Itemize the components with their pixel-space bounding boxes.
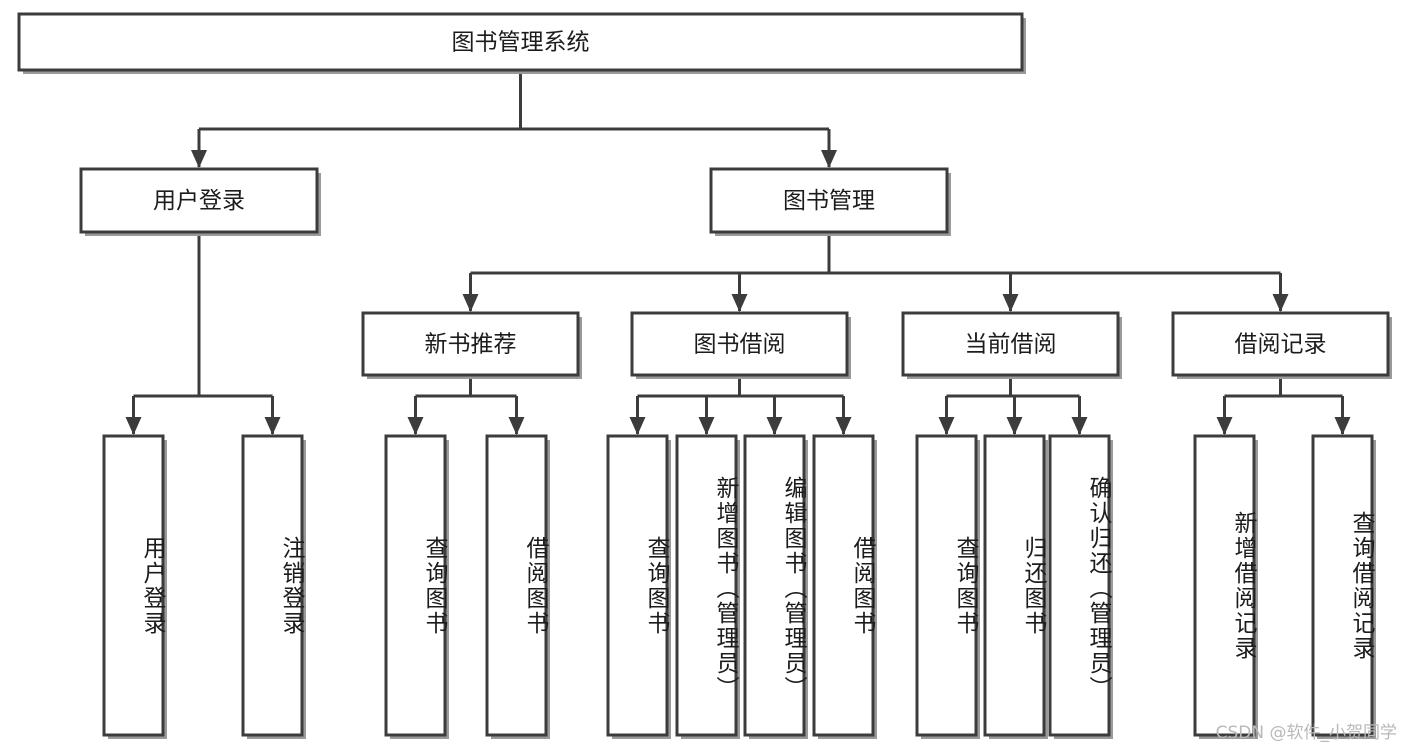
node-label-borrow-record: 借阅记录 [1235,332,1327,358]
node-box-leaf-confirm-return[interactable] [1048,434,1111,737]
arrow-head-icon [1334,417,1351,435]
arrow-head-icon [1002,294,1019,312]
connectors-layer [125,70,1351,435]
node-box-leaf-logout[interactable] [241,434,304,737]
node-label-user-login: 用户登录 [153,188,245,214]
node-box-user-login[interactable] [79,167,319,234]
node-label-current-borrow: 当前借阅 [965,332,1057,358]
node-box-current-borrow[interactable] [901,311,1120,377]
node-label-book-borrow: 图书借阅 [694,332,786,358]
node-box-borrow-record[interactable] [1171,311,1390,377]
arrow-head-icon [629,417,646,435]
node-box-root[interactable] [17,12,1024,72]
arrow-head-icon [821,150,837,168]
node-box-leaf-borrow-book-2[interactable] [812,434,875,737]
node-label-book-manage: 图书管理 [783,188,875,214]
arrow-head-icon [407,417,424,435]
arrow-head-icon [1272,294,1289,312]
arrow-head-icon [1071,417,1088,435]
arrow-head-icon [938,417,955,435]
arrow-head-icon [835,417,852,435]
node-box-new-book-rec[interactable] [361,311,580,377]
node-box-leaf-query-record[interactable] [1311,434,1374,737]
arrow-head-icon [191,150,207,168]
arrow-head-icon [1216,417,1233,435]
node-box-leaf-edit-book[interactable] [743,434,806,737]
arrow-head-icon [462,294,479,312]
arrow-head-icon [264,417,281,435]
node-label-root: 图书管理系统 [452,30,590,56]
node-box-leaf-query-book-2[interactable] [606,434,669,737]
arrow-head-icon [731,294,748,312]
arrow-head-icon [766,417,783,435]
watermark-text: CSDN @软件_小贺同学 [1215,723,1397,743]
node-box-leaf-query-book-3[interactable] [915,434,978,737]
node-box-leaf-borrow-book-1[interactable] [485,434,548,737]
node-box-leaf-add-record[interactable] [1193,434,1256,737]
node-box-leaf-add-book[interactable] [675,434,738,737]
node-label-new-book-rec: 新书推荐 [425,332,517,358]
node-box-leaf-return-book[interactable] [983,434,1046,737]
node-box-book-manage[interactable] [709,167,949,234]
node-box-book-borrow[interactable] [630,311,849,377]
arrow-head-icon [125,417,142,435]
boxes-layer [17,12,1392,739]
arrow-head-icon [508,417,525,435]
arrow-head-icon [1006,417,1023,435]
arrow-head-icon [698,417,715,435]
node-box-leaf-query-book-1[interactable] [384,434,447,737]
node-box-leaf-user-login[interactable] [102,434,165,737]
